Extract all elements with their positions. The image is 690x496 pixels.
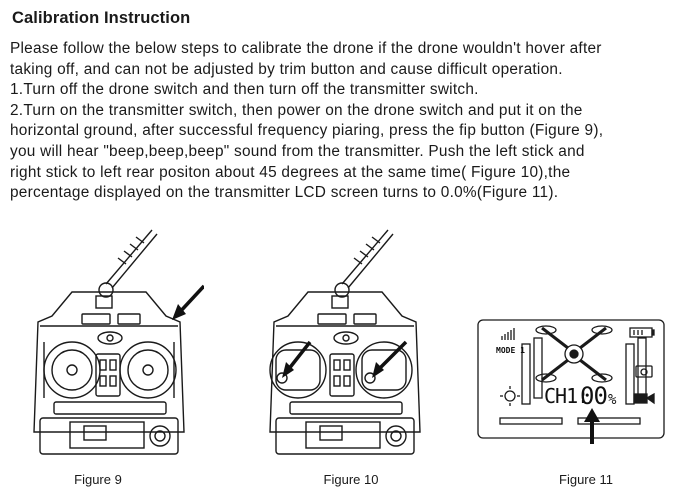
instruction-line: 1.Turn off the drone switch and then tur… [10, 81, 479, 99]
page-title: Calibration Instruction [12, 9, 191, 27]
signal-icon [501, 328, 515, 340]
figure-10-transmitter [250, 222, 440, 458]
camera-icon [635, 365, 653, 378]
instruction-line: horizontal ground, after successful freq… [10, 122, 604, 140]
left-stick-icon [43, 341, 101, 399]
figure-10-caption: Figure 10 [323, 472, 379, 487]
figure-9-transmitter [14, 222, 204, 458]
drone-icon [535, 325, 613, 383]
instruction-line: 2.Turn on the transmitter switch, then p… [10, 101, 583, 119]
figure-11-caption: Figure 11 [559, 472, 613, 487]
instruction-line: taking off, and can not be adjusted by t… [10, 60, 563, 78]
arrow-icon [286, 340, 408, 372]
lcd-channel-label: CH1: [544, 384, 589, 408]
lcd-percent-sign: % [608, 392, 617, 408]
video-icon [633, 392, 655, 405]
instruction-line: percentage displayed on the transmitter … [10, 184, 559, 202]
antenna-icon [331, 229, 394, 309]
instruction-line: you will hear "beep,beep,beep" sound fro… [10, 142, 585, 160]
instruction-text: Please follow the below steps to calibra… [10, 39, 686, 204]
figure-11-lcd: MODE 1 CH1: 00 % [476, 318, 666, 444]
antenna-icon [95, 229, 158, 309]
lcd-mode-label: MODE 1 [496, 346, 525, 355]
figure-9-caption: Figure 9 [74, 472, 122, 487]
right-stick-icon [119, 341, 177, 399]
left-stick-icon [269, 341, 327, 399]
lcd-percent-value: 00 [580, 382, 608, 410]
light-icon [500, 386, 520, 406]
battery-icon [629, 327, 655, 338]
arrow-icon [176, 284, 204, 316]
instruction-line: Please follow the below steps to calibra… [10, 40, 602, 57]
right-stick-icon [355, 341, 413, 399]
instruction-line: right stick to left rear positon about 4… [10, 163, 571, 181]
